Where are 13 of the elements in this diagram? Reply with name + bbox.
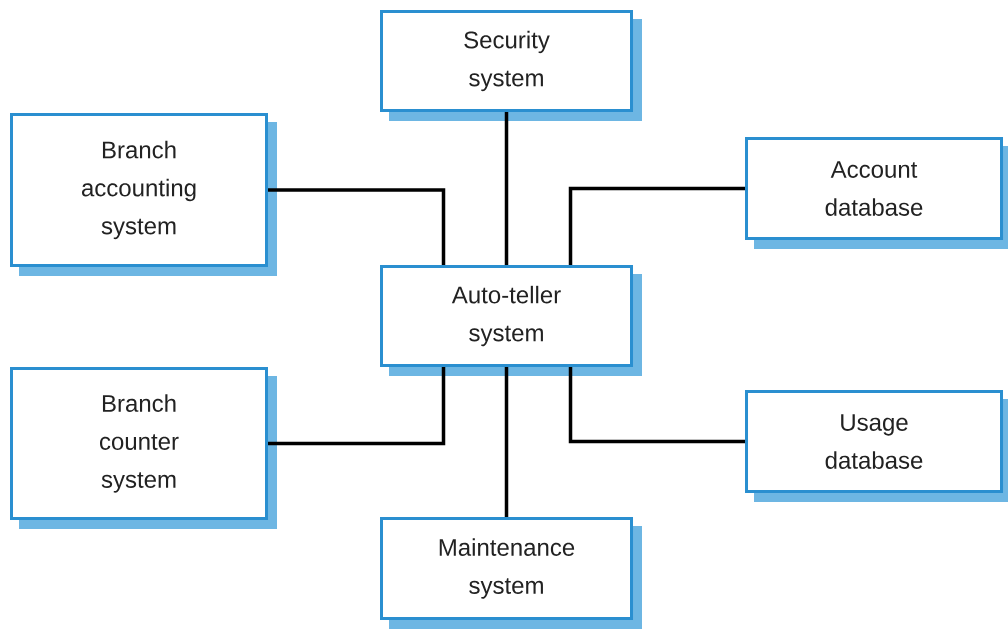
- system-box: Maintenance system: [380, 517, 642, 629]
- system-box: Auto-teller system: [380, 265, 642, 376]
- system-box: Usage database: [745, 390, 1008, 502]
- connector-line: [268, 367, 446, 446]
- connector-line: [568, 186, 745, 265]
- connector-line: [268, 188, 446, 265]
- connector-line: [504, 367, 509, 517]
- connector-line: [568, 367, 745, 444]
- system-box: Account database: [745, 137, 1008, 249]
- system-box: Security system: [380, 10, 642, 121]
- system-box: Branch accounting system: [10, 113, 277, 276]
- connector-line: [504, 112, 509, 265]
- system-box: Branch counter system: [10, 367, 277, 529]
